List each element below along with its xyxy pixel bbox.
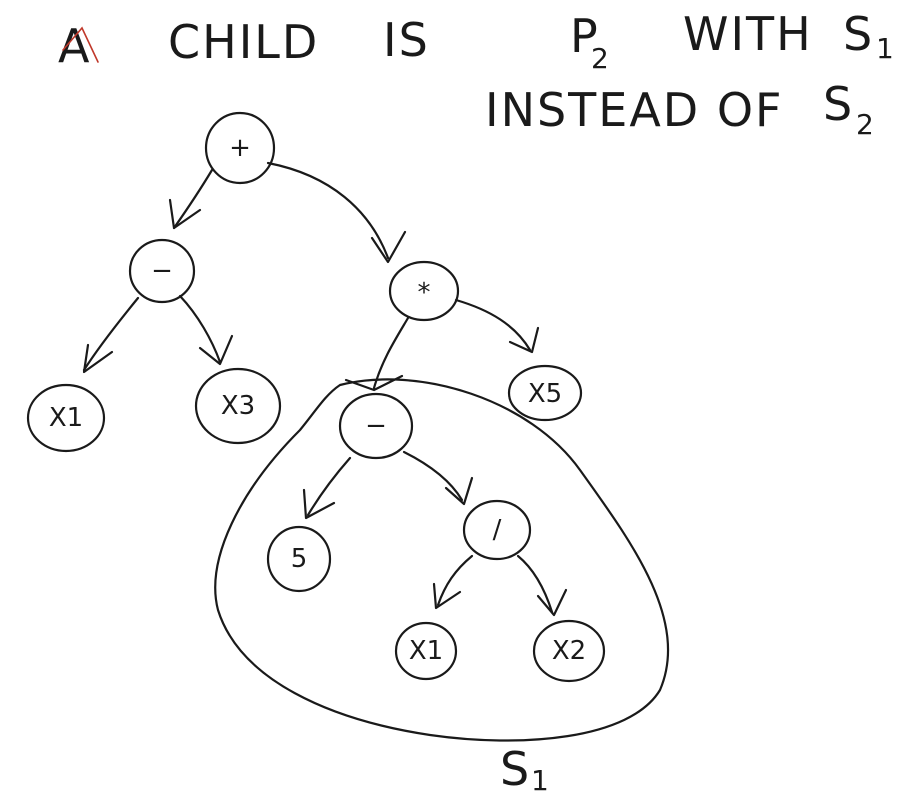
edge-root-mult xyxy=(266,161,390,260)
caption-p: P xyxy=(570,9,600,63)
edge-minus-five-arrowhead xyxy=(302,488,336,520)
edge-root-minus xyxy=(172,168,214,230)
node-x1-left-label: X1 xyxy=(49,403,83,433)
caption-s2-subscript: 2 xyxy=(856,108,874,141)
node-x1-sub-label: X1 xyxy=(409,636,443,666)
edge-minus-five xyxy=(306,456,352,517)
node-x5-label: X5 xyxy=(528,379,562,409)
caption-line-2: INSTEAD OF S 2 xyxy=(485,77,874,141)
node-minus-sub-label: − xyxy=(365,411,387,441)
caption-s1-subscript: 1 xyxy=(876,32,894,65)
caption-word-a: A xyxy=(58,19,91,73)
node-five: 5 xyxy=(266,525,332,593)
tree-nodes: + − * X1 X3 − X5 xyxy=(26,111,606,683)
node-x2: X2 xyxy=(532,619,606,683)
node-x5: X5 xyxy=(507,364,583,422)
edge-div-x1 xyxy=(436,554,474,607)
edge-mult-x5 xyxy=(454,298,532,352)
caption-word-with: WITH xyxy=(683,7,813,61)
node-root: + xyxy=(204,111,276,185)
caption-s2: S xyxy=(823,77,854,131)
edge-root-minus-arrowhead xyxy=(168,198,202,230)
node-x3: X3 xyxy=(194,367,282,445)
edge-mult-minus xyxy=(372,316,410,390)
edge-minus-x1 xyxy=(82,296,140,372)
caption-line-1: A CHILD IS P 2 WITH S 1 xyxy=(58,7,894,75)
node-five-label: 5 xyxy=(291,544,308,574)
node-minus-left: − xyxy=(128,238,196,304)
node-x1-left: X1 xyxy=(26,383,106,453)
node-root-label: + xyxy=(229,133,251,163)
node-div-label: / xyxy=(493,515,502,545)
caption-instead-of: INSTEAD OF xyxy=(485,83,784,137)
red-correction-mark xyxy=(62,26,99,63)
node-minus-sub: − xyxy=(338,392,414,460)
node-minus-left-label: − xyxy=(151,256,173,286)
caption-p-subscript: 2 xyxy=(591,42,609,75)
edge-minus-div-arrowhead xyxy=(444,476,474,506)
edge-div-x1-arrowhead xyxy=(432,582,462,610)
node-x2-label: X2 xyxy=(552,636,586,666)
subtree-label-s: S xyxy=(500,742,531,796)
node-mult-label: * xyxy=(418,278,431,308)
subtree-label-subscript: 1 xyxy=(531,764,549,796)
node-mult: * xyxy=(388,260,460,322)
edge-root-mult-arrowhead xyxy=(370,230,407,264)
caption-s1: S xyxy=(843,7,874,61)
tree-edges xyxy=(82,161,568,617)
node-div: / xyxy=(462,499,532,561)
edge-minus-div xyxy=(402,450,464,502)
edge-mult-x5-arrowhead xyxy=(508,326,540,354)
caption-word-is: IS xyxy=(383,13,430,67)
subtree-label: S 1 xyxy=(500,742,549,796)
edge-div-x2 xyxy=(516,554,554,614)
edge-minus-x3 xyxy=(178,294,222,364)
edge-mult-minus-arrowhead xyxy=(344,374,404,392)
node-x1-sub: X1 xyxy=(394,621,458,681)
edge-minus-x1-arrowhead xyxy=(82,343,114,374)
edge-minus-x3-arrowhead xyxy=(198,334,234,366)
subtree-enclosure-loop xyxy=(214,378,670,742)
caption-word-child: CHILD xyxy=(168,15,319,69)
edge-div-x2-arrowhead xyxy=(536,588,568,617)
node-x3-label: X3 xyxy=(221,391,255,421)
